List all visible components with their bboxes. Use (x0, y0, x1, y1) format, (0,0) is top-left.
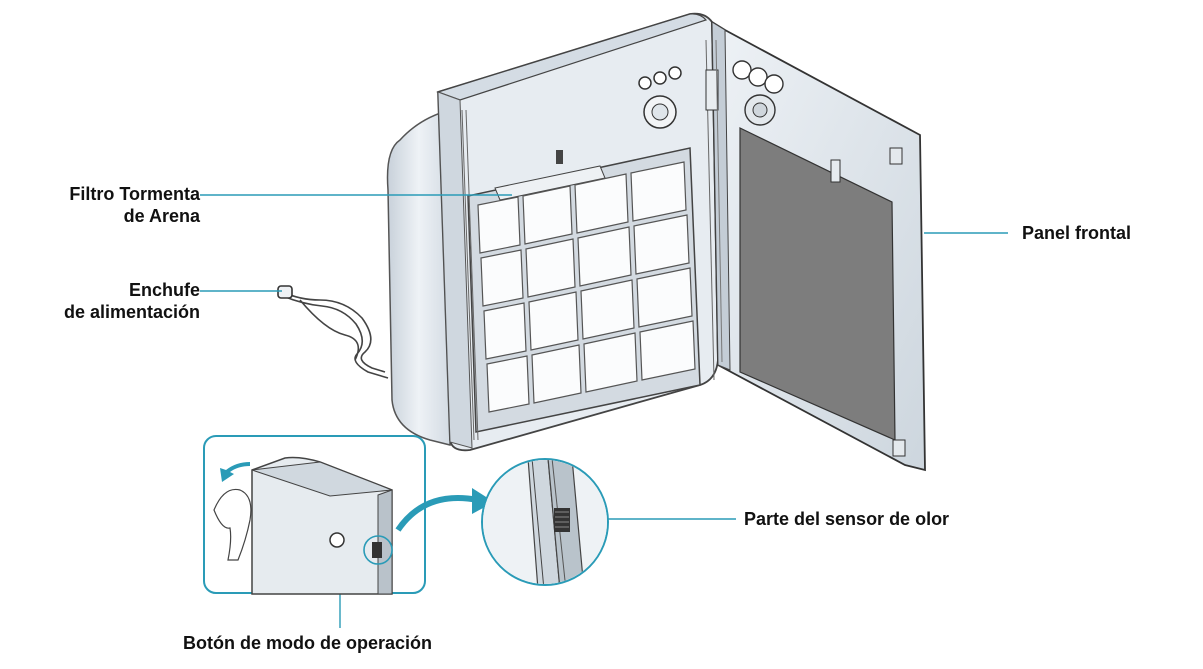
label-odor-sensor: Parte del sensor de olor (744, 509, 950, 529)
panel-fixtures (705, 60, 784, 126)
label-front-panel: Panel frontal (1022, 223, 1132, 243)
zoom-arrow (395, 488, 494, 532)
curved-arrow-icon (220, 462, 250, 482)
label-plug-line1: Enchufe (128, 280, 200, 300)
inset-operation-button (203, 435, 426, 595)
label-sand-storm-filter: Filtro Tormenta de Arena (10, 183, 200, 227)
front-panel (705, 20, 926, 472)
label-plug-line2: de alimentación (63, 302, 200, 322)
hand-icon (213, 488, 252, 561)
control-buttons (638, 66, 682, 129)
label-power-plug: Enchufe de alimentación (10, 279, 200, 323)
label-filter-line2: de Arena (123, 206, 200, 226)
odor-sensor-zoom (481, 458, 609, 586)
sand-storm-filter (461, 39, 715, 441)
power-cord (277, 285, 389, 379)
label-mode-button: Botón de modo de operación (183, 633, 433, 653)
label-filter-line1: Filtro Tormenta (69, 184, 200, 204)
